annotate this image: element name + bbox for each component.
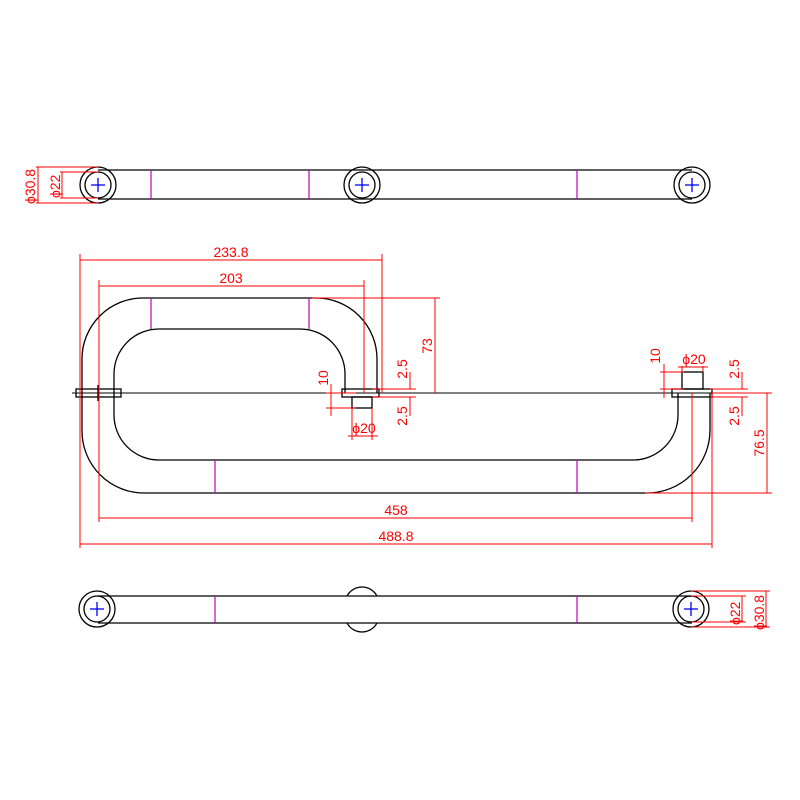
dim-width-left-outer: 233.8 [213, 244, 248, 260]
dim-width-outer-total: 488.8 [378, 528, 413, 544]
dim-post-dia-left: ϕ20 [352, 420, 376, 436]
dim-width-inner-total: 458 [384, 502, 408, 518]
dim-post-height-left: 10 [315, 370, 331, 386]
dim-height-lower: 76.5 [751, 429, 767, 456]
dim-height-upper: 73 [419, 338, 435, 354]
bottom-view-bar [98, 595, 692, 624]
bottom-view-dia-outer-label: ϕ30.8 [751, 595, 767, 630]
front-view: 233.8 203 73 2.5 2.5 10 ϕ20 10 ϕ20 2.5 2… [72, 244, 772, 548]
dim-post-height-right: 10 [647, 348, 663, 364]
top-view: ϕ30.8 ϕ22 [22, 166, 711, 204]
flange-middle [341, 388, 380, 409]
dim-flange-gap-left-b: 2.5 [394, 406, 410, 426]
dim-width-left-inner: 203 [219, 270, 243, 286]
top-view-dim-lines [36, 166, 98, 204]
dim-flange-gap-left-a: 2.5 [394, 359, 410, 379]
top-view-end-middle [343, 166, 381, 204]
dim-post-dia-right: ϕ20 [682, 351, 706, 367]
bottom-view-dim-lines [691, 590, 770, 628]
bottom-view-dia-inner-label: ϕ22 [727, 601, 743, 625]
top-view-dia-outer-label: ϕ30.8 [22, 169, 38, 204]
bottom-view-end-left [78, 590, 116, 628]
handle-outline [81, 297, 711, 494]
dim-flange-gap-right-a: 2.5 [726, 359, 742, 379]
top-view-bar [98, 169, 692, 200]
bottom-view-end-middle [346, 586, 378, 633]
front-view-dim-lines [79, 254, 772, 548]
dim-flange-gap-right-b: 2.5 [726, 406, 742, 426]
top-view-dia-inner-label: ϕ22 [47, 174, 63, 198]
bottom-view: ϕ22 ϕ30.8 [78, 586, 770, 633]
top-view-end-right [673, 166, 711, 204]
